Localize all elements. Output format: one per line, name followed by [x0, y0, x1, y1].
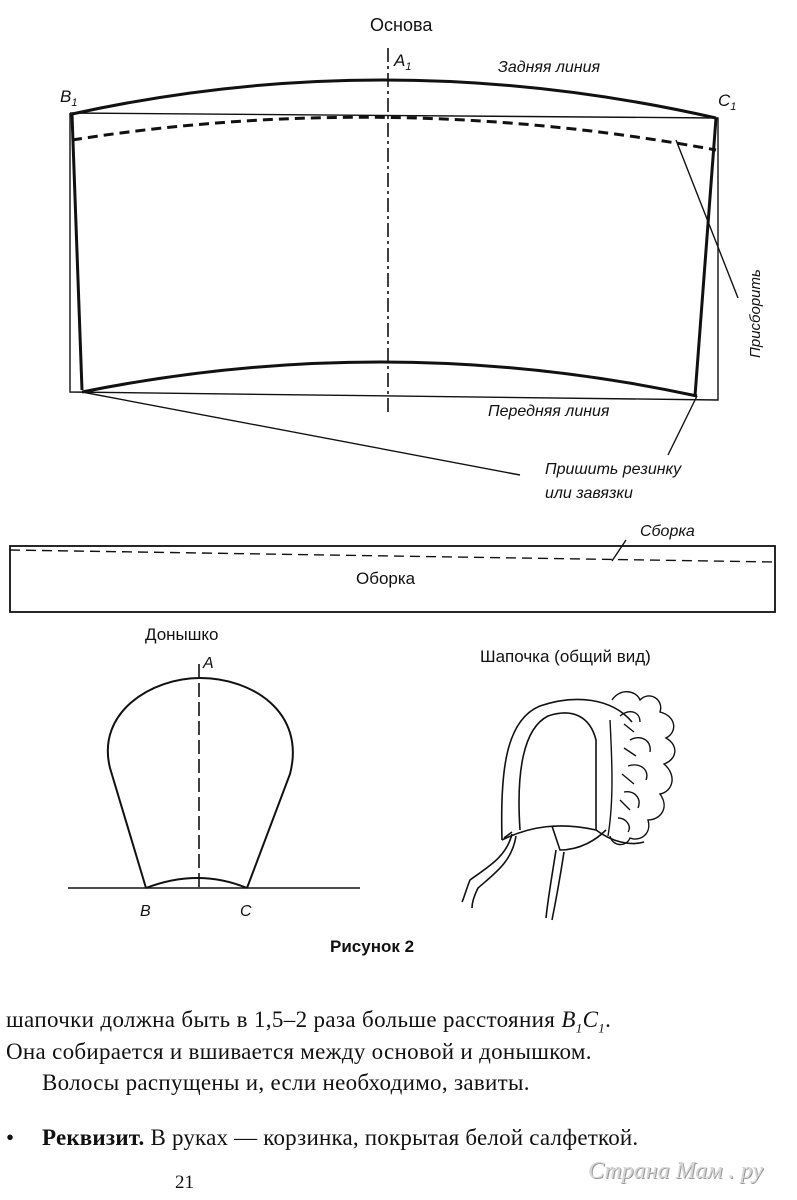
watermark-logo: Страна Мам . ру [588, 1158, 763, 1184]
label-b1: B1 [60, 87, 77, 109]
elastic-leader-right [667, 395, 698, 456]
osnova-title: Основа [370, 15, 433, 35]
label-b: B [140, 903, 151, 920]
bullet: • [6, 1125, 15, 1150]
back-line-label: Задняя линия [498, 59, 601, 76]
shapochka-title: Шапочка (общий вид) [480, 647, 651, 666]
rekvizit-text: В руках — корзинка, покрытая белой салфе… [144, 1125, 639, 1150]
text-line-1: шапочки должна быть в 1,5–2 раза больше … [6, 1007, 612, 1036]
rekvizit-label: Реквизит. [42, 1125, 145, 1150]
front-line-curve [81, 360, 698, 398]
frill-gather-line [9, 549, 776, 563]
bonnet-frill [607, 691, 676, 846]
label-a: A [202, 655, 214, 672]
frill-strip [9, 545, 776, 613]
elastic-label-line1: Пришить резинку [545, 461, 682, 478]
label-c1: C1 [718, 91, 736, 113]
elastic-leader-left [81, 391, 521, 476]
bonnet-illustration [461, 698, 645, 921]
gather-dashed-curve [71, 115, 717, 152]
oborka-title: Оборка [356, 569, 416, 588]
sborka-leader-line [611, 539, 627, 562]
base-rectangle [69, 112, 719, 401]
donyshko-shape [107, 676, 294, 889]
text-line-3: Волосы распущены и, если необходимо, зав… [42, 1070, 530, 1095]
text-line-2: Она собирается и вшивается между основой… [6, 1039, 592, 1064]
elastic-label-line2: или завязки [545, 485, 633, 502]
gather-leader-line [675, 139, 739, 299]
right-side-line [693, 117, 718, 397]
text-line-4: • Реквизит. В руках — корзинка, покрытая … [6, 1126, 638, 1149]
figure-caption: Рисунок 2 [330, 937, 414, 956]
back-line-curve [71, 78, 717, 120]
donyshko-bottom-curve [145, 877, 248, 889]
pattern-figure: Основа A1 B1 C1 Задняя линия Присборить … [9, 15, 776, 956]
left-side-line [70, 113, 84, 391]
gather-label: Присборить [747, 269, 764, 358]
label-c: C [240, 903, 252, 920]
sborka-label: Сборка [640, 523, 695, 540]
text-line-1-formula: B1C1 [561, 1007, 606, 1036]
text-line-1-main: шапочки должна быть в 1,5–2 раза больше … [6, 1007, 556, 1032]
donyshko-title: Донышко [145, 625, 219, 644]
page-number: 21 [175, 1172, 194, 1193]
label-a1: A1 [393, 51, 411, 73]
front-line-label: Передняя линия [488, 403, 610, 420]
